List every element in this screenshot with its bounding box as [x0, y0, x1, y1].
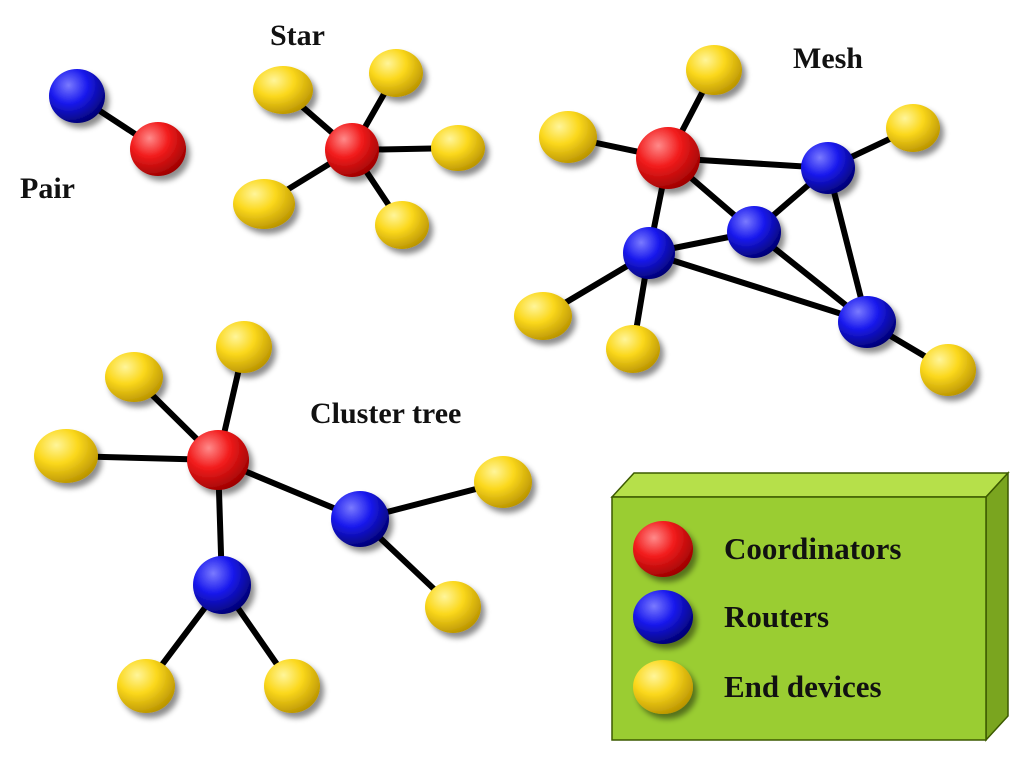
- legend-box-side-face: [985, 471, 1009, 742]
- legend-box: Coordinators Routers End devices: [610, 471, 1010, 742]
- star-end-device-node: [233, 179, 295, 229]
- mesh-end-device-node: [539, 111, 597, 163]
- cluster-tree-topology: Cluster tree: [34, 321, 532, 713]
- legend-end-device-swatch: [633, 660, 693, 714]
- legend-end-devices-label: End devices: [724, 669, 882, 704]
- star-end-device-node: [369, 49, 423, 97]
- cluster-tree-router-node: [331, 491, 389, 547]
- mesh-edge: [825, 165, 870, 325]
- mesh-end-device-node: [514, 292, 572, 340]
- mesh-end-device-node: [920, 344, 976, 396]
- pair-label: Pair: [20, 172, 75, 205]
- star-end-device-node: [375, 201, 429, 249]
- mesh-router-node: [623, 227, 675, 279]
- mesh-router-node: [838, 296, 896, 348]
- star-topology: Star: [233, 19, 485, 249]
- mesh-label: Mesh: [793, 42, 863, 75]
- pair-topology: Pair: [20, 69, 186, 205]
- legend-routers-label: Routers: [724, 599, 829, 634]
- mesh-end-device-node: [886, 104, 940, 152]
- cluster-tree-coordinator-node: [187, 430, 249, 490]
- star-end-device-node: [431, 125, 485, 171]
- legend-coordinator-swatch: [633, 521, 693, 577]
- cluster-tree-end-device-node: [117, 659, 175, 713]
- mesh-router-node: [727, 206, 781, 258]
- mesh-topology: Mesh: [514, 42, 976, 396]
- star-label: Star: [270, 19, 325, 52]
- mesh-end-device-node: [686, 45, 742, 95]
- mesh-router-node: [801, 142, 855, 194]
- mesh-edge: [646, 250, 870, 325]
- mesh-coordinator-node: [636, 127, 700, 189]
- cluster-tree-end-device-node: [216, 321, 272, 373]
- cluster-tree-end-device-node: [264, 659, 320, 713]
- cluster-tree-label: Cluster tree: [310, 397, 461, 430]
- cluster-tree-end-device-node: [105, 352, 163, 402]
- pair-router-node: [49, 69, 105, 123]
- pair-coordinator-node: [130, 122, 186, 176]
- mesh-end-device-node: [606, 325, 660, 373]
- legend-router-swatch: [633, 590, 693, 644]
- cluster-tree-end-device-node: [34, 429, 98, 483]
- cluster-tree-end-device-node: [474, 456, 532, 508]
- cluster-tree-end-device-node: [425, 581, 481, 633]
- legend-box-top-face: [610, 472, 1010, 498]
- star-coordinator-node: [325, 123, 379, 177]
- star-end-device-node: [253, 66, 313, 114]
- legend-coordinators-label: Coordinators: [724, 531, 901, 566]
- cluster-tree-router-node: [193, 556, 251, 614]
